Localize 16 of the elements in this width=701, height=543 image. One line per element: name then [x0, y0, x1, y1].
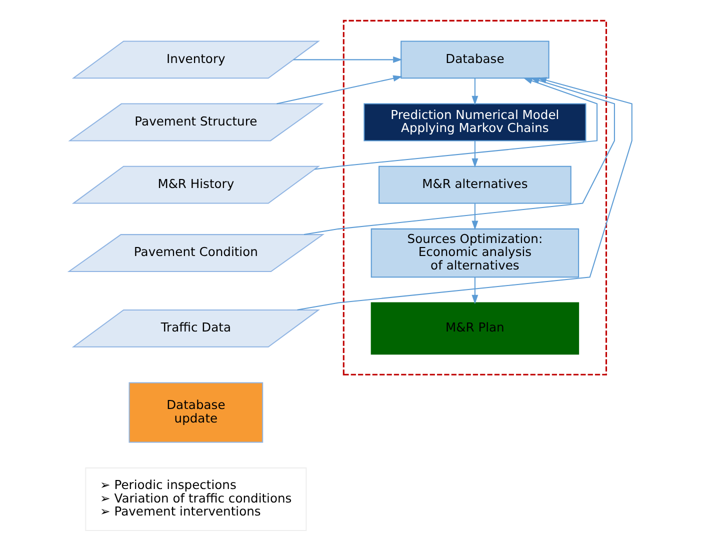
arrow	[472, 78, 478, 106]
arrow	[304, 77, 615, 236]
node-box: Database update	[128, 382, 264, 443]
arrow	[472, 277, 478, 304]
node-box: Sources Optimization: Economic analysis of alternatives	[370, 228, 580, 278]
arrow	[472, 204, 478, 230]
node-box: Database	[400, 40, 550, 79]
cluster	[342, 20, 608, 376]
arrow	[276, 75, 402, 104]
arrow	[472, 140, 478, 168]
arrow	[314, 78, 598, 170]
node-box: M&R Plan	[370, 302, 580, 355]
arrow	[297, 77, 632, 310]
node-box: M&R alternatives	[378, 166, 572, 204]
arrow	[293, 56, 402, 63]
node-box: Prediction Numerical Model Applying Markov Chains	[364, 103, 586, 142]
